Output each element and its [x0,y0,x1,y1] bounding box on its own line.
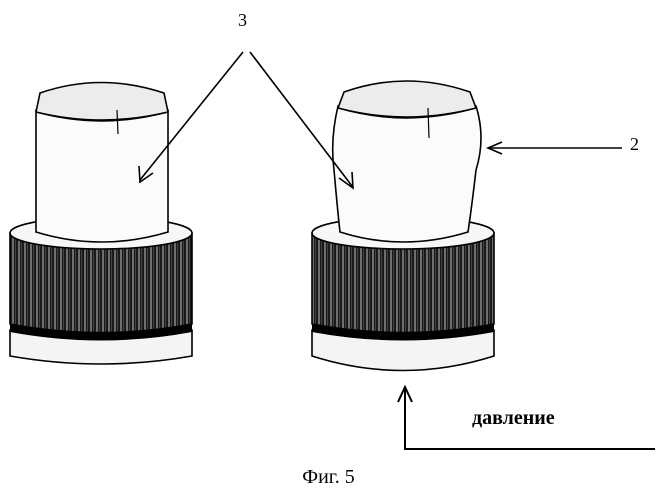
label-3: 3 [238,10,247,30]
right-bulb-body [333,106,481,242]
label-3-leaders [139,52,353,188]
label-2: 2 [630,134,639,154]
figure-caption: Фиг. 5 [0,466,657,489]
right-cap-assembly [312,81,494,371]
pressure-label: давление [472,407,555,429]
left-bulb-dome [36,83,168,121]
label-2-leader [488,142,622,154]
left-cap-assembly [10,83,192,365]
right-bulb-dome [338,81,476,117]
